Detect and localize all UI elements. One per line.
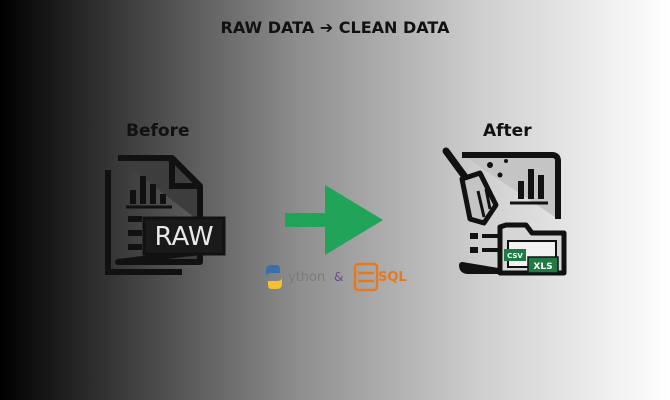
page-title: RAW DATA ➔ CLEAN DATA xyxy=(220,18,450,37)
raw-data-file-icon: RAW xyxy=(105,155,226,275)
python-logo-icon xyxy=(266,265,282,289)
raw-badge-text: RAW xyxy=(154,222,213,252)
csv-badge: CSV xyxy=(507,252,523,260)
before-label: Before xyxy=(126,121,190,141)
xls-badge: XLS xyxy=(533,262,552,272)
tools-row: ython & SQL xyxy=(266,262,407,292)
after-label: After xyxy=(483,121,532,141)
python-wordmark: ython xyxy=(288,270,325,285)
sql-wordmark: SQL xyxy=(378,270,407,285)
clean-data-file-icon: CSV XLS xyxy=(442,147,567,276)
ampersand: & xyxy=(334,270,343,284)
right-arrow-icon xyxy=(285,185,383,255)
sql-database-icon xyxy=(353,262,379,292)
